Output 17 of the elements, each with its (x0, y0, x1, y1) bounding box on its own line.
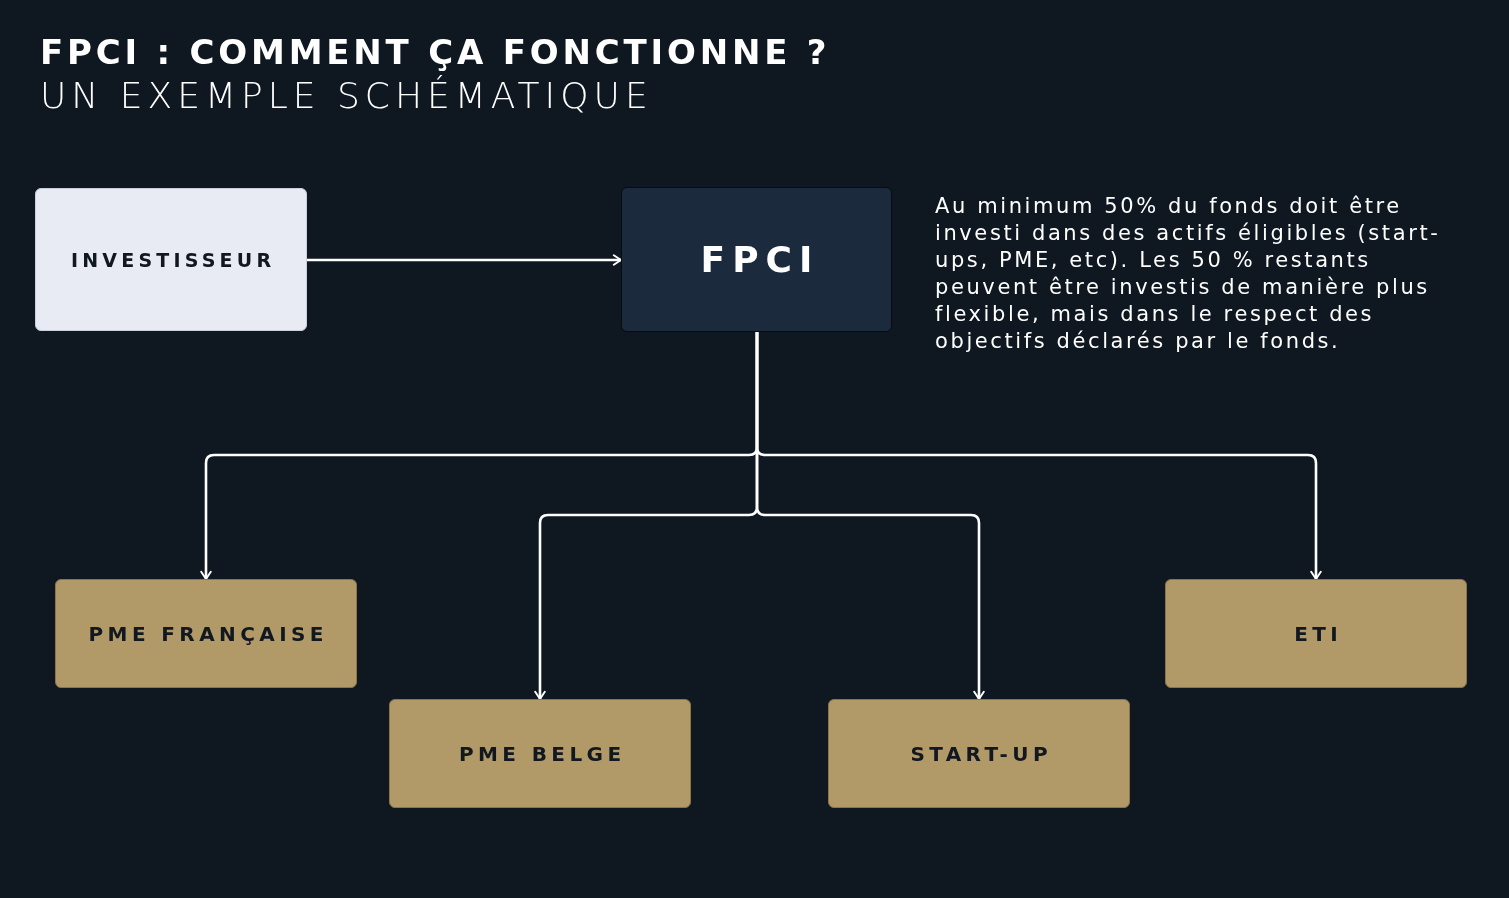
box-label: FPCI (699, 239, 820, 280)
company-box (389, 699, 691, 808)
arrow (307, 254, 622, 266)
company-box (55, 579, 357, 688)
title: FPCI : COMMENT ÇA FONCTIONNE ? (40, 32, 831, 72)
box-label: ETI (1293, 621, 1343, 646)
box-label: START-UP (909, 741, 1052, 766)
investor-box (35, 188, 307, 331)
box-label: INVESTISSEUR (69, 248, 276, 271)
subtitle: UN EXEMPLE SCHÉMATIQUE (40, 76, 653, 116)
company-box (1165, 579, 1467, 688)
company-box (828, 699, 1130, 808)
box-label: PME BELGE (457, 741, 626, 766)
note-text: Au minimum 50% du fonds doit être investi dans des actifs éligibles (start-ups, PME, etc). Les 50 % restants peuvent être investis de manière plus flexible, mais dans le respect des objectifs déclarés par le fonds. (935, 193, 1442, 355)
arrow (755, 332, 1322, 580)
box-label: PME FRANÇAISE (87, 621, 328, 646)
fund-box (621, 187, 892, 332)
